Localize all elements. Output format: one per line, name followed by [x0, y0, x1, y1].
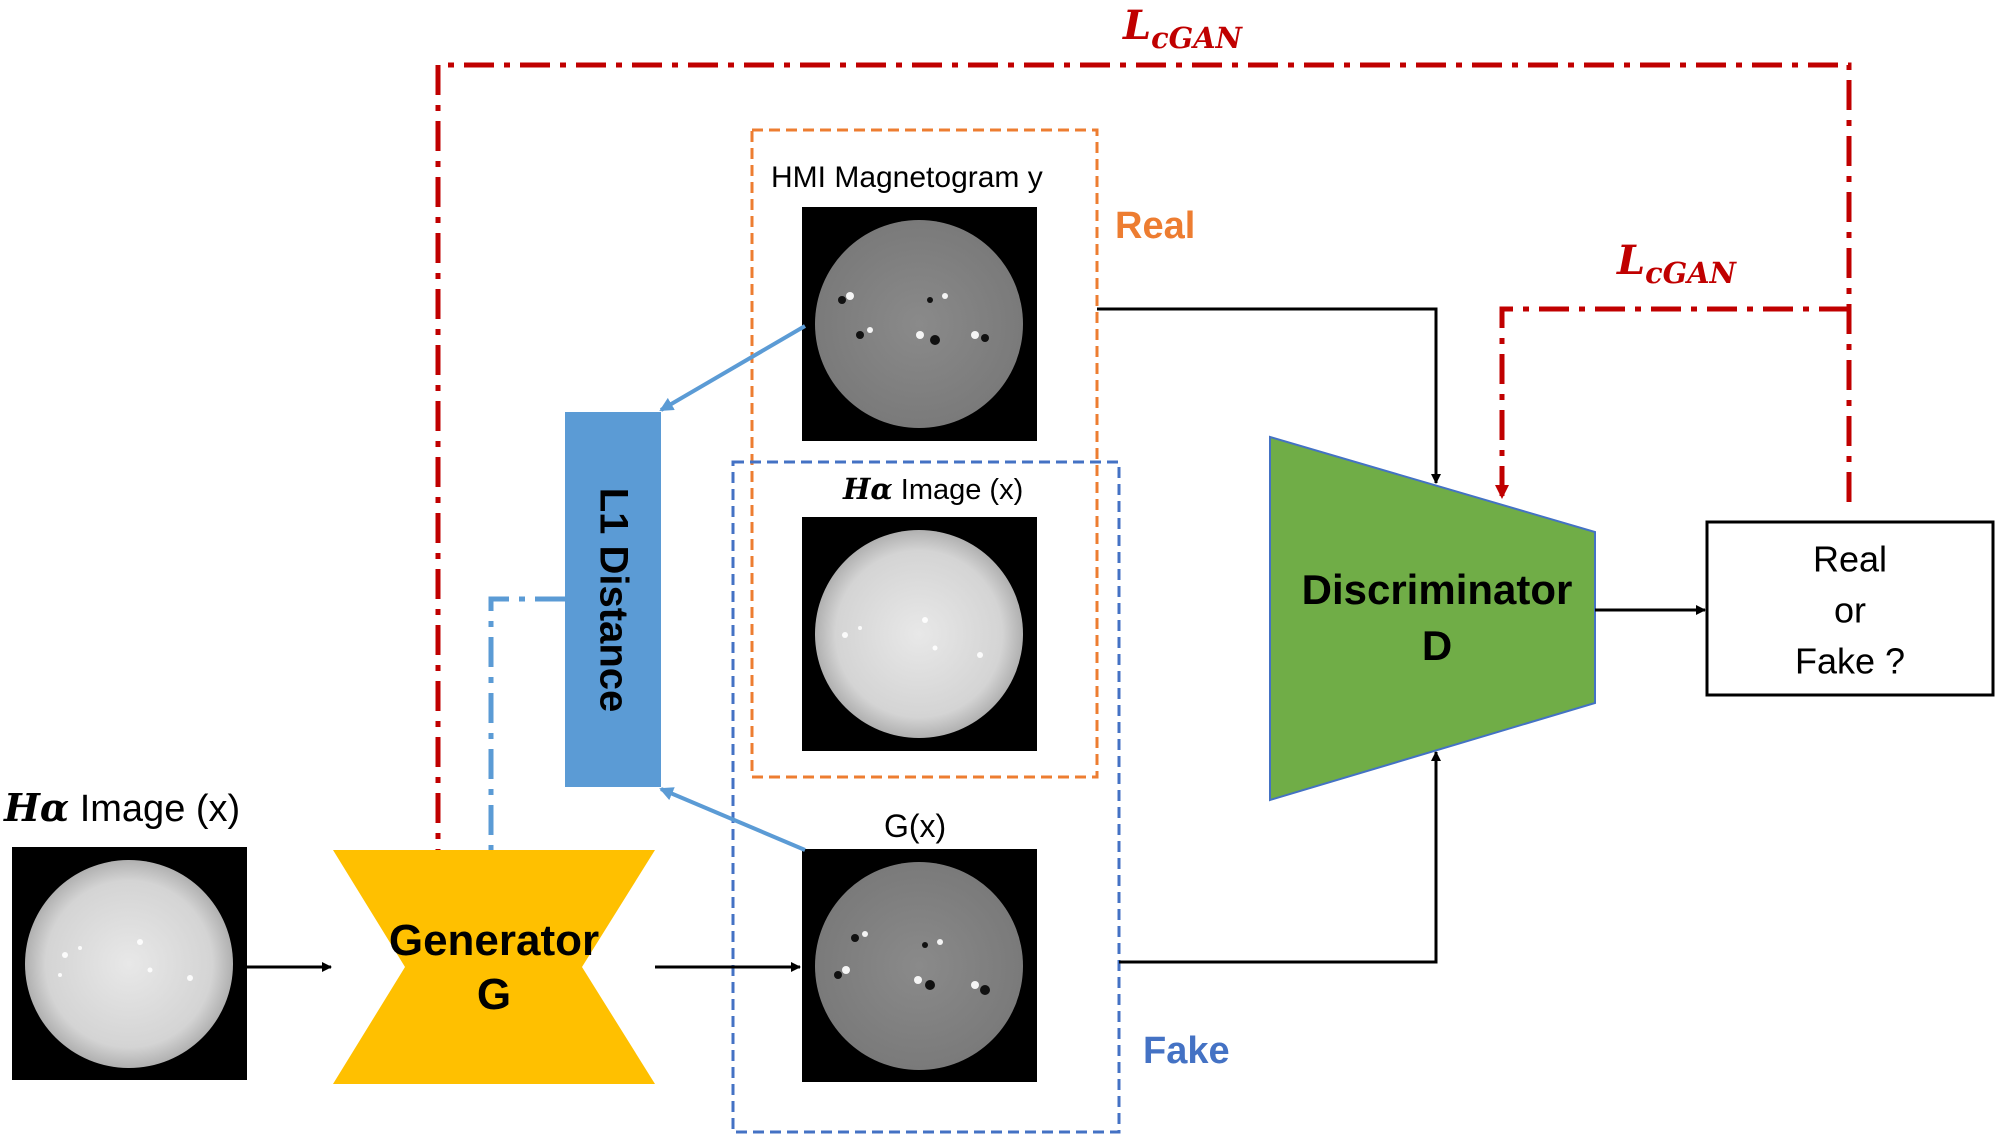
output-line1: Real	[1812, 538, 1888, 580]
real-label: Real	[1115, 205, 1196, 247]
fake-to-discriminator-arrow	[1119, 751, 1441, 964]
halpha-mid-symbol: Hα	[843, 472, 893, 506]
generator-line2: G	[476, 970, 512, 1019]
halpha-left-title: Hα Image (x)	[4, 785, 240, 831]
loss-top-sub: cGAN	[1151, 21, 1242, 56]
discriminator-line1: Discriminator	[1301, 566, 1573, 613]
halpha-left-text: Image (x)	[69, 788, 241, 830]
discriminator-line2: D	[1421, 622, 1453, 669]
gx-to-l1-arrow	[659, 787, 806, 852]
hmi-to-l1-arrow	[659, 324, 807, 412]
real-group-box	[750, 128, 1099, 779]
loss-right-sub: cGAN	[1645, 256, 1736, 291]
gx-title: G(x)	[884, 808, 947, 844]
input-halpha-image	[12, 847, 247, 1080]
l1-distance-label: L1 Distance	[591, 487, 636, 713]
output-line3: Fake ?	[1794, 640, 1906, 682]
generator-label: Generator G	[389, 914, 599, 1022]
output-box	[1705, 520, 1995, 697]
hmi-title: HMI Magnetogram y	[771, 161, 1043, 194]
halpha-middle-image	[802, 517, 1037, 751]
halpha-mid-title: Hα Image (x)	[843, 472, 1023, 507]
loss-cgan-outer-loop	[431, 62, 1852, 874]
generator-line1: Generator	[388, 916, 600, 965]
loss-right-main: L	[1617, 237, 1646, 284]
generator-block	[333, 850, 655, 1084]
loss-label-top: LcGAN	[1123, 2, 1242, 55]
real-to-discriminator-arrow	[1097, 307, 1441, 484]
loss-top-main: L	[1123, 2, 1152, 49]
hmi-magnetogram-image	[802, 207, 1037, 441]
l1-feedback-arrow	[484, 596, 565, 889]
l1-distance-block	[565, 412, 661, 787]
generated-gx-image	[802, 849, 1037, 1082]
fake-group-box	[731, 460, 1121, 1134]
output-label: Real or Fake ?	[1795, 534, 1905, 687]
halpha-mid-text: Image (x)	[892, 474, 1024, 506]
loss-cgan-inner-loop	[1495, 306, 1849, 499]
discriminator-label: Discriminator D	[1302, 562, 1573, 674]
output-line2: or	[1833, 589, 1866, 631]
discriminator-block	[1269, 435, 1596, 802]
halpha-left-symbol: Hα	[4, 785, 70, 830]
fake-label: Fake	[1143, 1030, 1230, 1072]
loss-label-right: LcGAN	[1617, 237, 1736, 290]
